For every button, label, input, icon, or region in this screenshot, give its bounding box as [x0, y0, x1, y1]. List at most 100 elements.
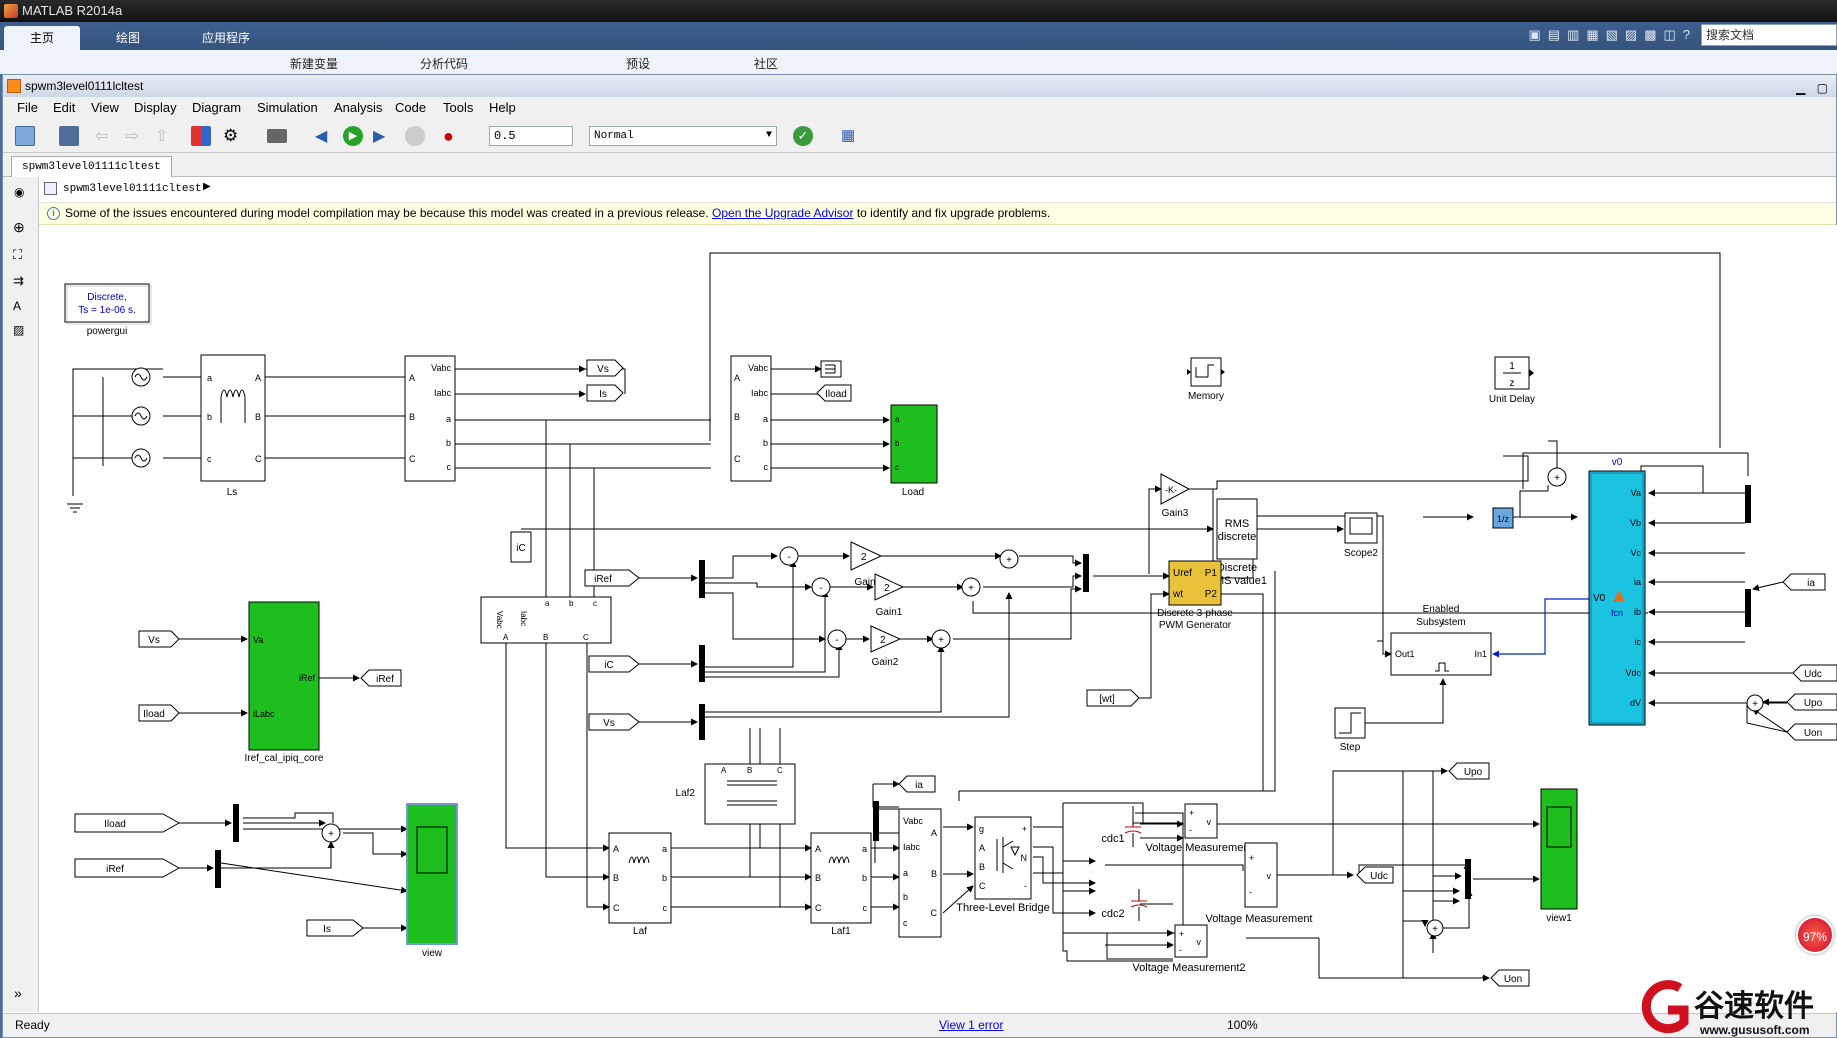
menu-tools[interactable]: Tools	[443, 100, 474, 115]
from-upo-right[interactable]: Upo	[1786, 693, 1837, 711]
demux-right-1[interactable]	[1745, 485, 1751, 523]
mux-bar-1[interactable]	[1083, 554, 1089, 592]
breadcrumb-arrow-icon[interactable]: ▶	[203, 181, 211, 192]
from-ia-right[interactable]: ia	[1782, 573, 1826, 591]
menu-view[interactable]: View	[91, 100, 119, 115]
menu-diagram[interactable]: Diagram	[192, 100, 242, 115]
window-controls[interactable]: ▁ ▢	[1796, 81, 1832, 95]
block-diagram[interactable]: Discrete, Ts = 1e-06 s. powergui a	[39, 225, 1837, 1012]
gain3-block[interactable]: -K- Gain3	[1160, 473, 1191, 519]
expand-icon[interactable]: »	[14, 985, 22, 1001]
from-wt[interactable]: [wt]	[1086, 689, 1140, 707]
from-udc-right[interactable]: Udc	[1792, 664, 1837, 682]
ls-block[interactable]: a b c A B C Ls	[200, 354, 266, 498]
from-iref[interactable]: iRef	[584, 569, 640, 587]
laf-block[interactable]: ABC abc Laf	[608, 832, 672, 937]
save-icon[interactable]	[59, 126, 79, 146]
stop-time-input[interactable]: 0.5	[489, 126, 573, 146]
ribbon-preferences[interactable]: 预设	[626, 57, 651, 71]
step-forward-icon[interactable]: ▶	[373, 128, 386, 145]
sum-2[interactable]: -	[811, 577, 831, 597]
gain-block[interactable]: 2 Gain	[850, 541, 883, 588]
model-advisor-check-icon[interactable]: ✓	[793, 126, 813, 146]
from-uon-right[interactable]: Uon	[1786, 723, 1837, 741]
demux-view-2[interactable]	[215, 850, 221, 888]
sum-v0[interactable]: +	[1547, 467, 1567, 487]
from-vs-mid[interactable]: Vs	[588, 713, 640, 731]
voltage-measurement-1-block[interactable]: +-v Voltage Measurement	[1205, 842, 1313, 925]
goto-ia[interactable]: ia	[898, 775, 936, 793]
demux-bar-1[interactable]	[699, 560, 705, 598]
gain2-block[interactable]: 2 Gain2	[870, 625, 902, 668]
from-iload-view[interactable]: Iload	[74, 813, 181, 833]
from-iload-left[interactable]: Iload	[138, 704, 180, 722]
menu-code[interactable]: Code	[395, 100, 427, 115]
voltage-measurement-2-block[interactable]: +-v Voltage Measurement2	[1132, 924, 1246, 974]
from-iref-view[interactable]: iRef	[74, 858, 181, 878]
ribbon-analyze-code[interactable]: 分析代码	[420, 57, 469, 71]
library-browser-icon[interactable]	[191, 126, 211, 146]
demux-bar-3[interactable]	[699, 704, 705, 740]
breadcrumb[interactable]: spwm3level01111cltest	[63, 183, 202, 195]
search-docs-input[interactable]: 搜索文档	[1701, 24, 1837, 46]
from-iload-top[interactable]: Iload	[816, 384, 852, 402]
ribbon-community[interactable]: 社区	[754, 57, 779, 71]
powergui-block[interactable]: Discrete, Ts = 1e-06 s. powergui	[64, 283, 152, 337]
cdc2-capacitor[interactable]: cdc2	[1101, 889, 1148, 921]
menu-simulation[interactable]: Simulation	[257, 100, 318, 115]
v0-function-block[interactable]: v0 Va Vb Vc ia ib ic Vdc dV V0 fcn	[1588, 457, 1646, 726]
arrow-icon[interactable]: ⇉	[13, 273, 24, 288]
unit-delay-block[interactable]: 1 z Unit Delay	[1489, 356, 1535, 405]
load-block[interactable]: a b c Load	[890, 404, 938, 498]
menu-edit[interactable]: Edit	[53, 100, 76, 115]
record-icon[interactable]: ●	[443, 126, 454, 146]
from-vs-left[interactable]: Vs	[138, 630, 180, 648]
gain1-block[interactable]: 2 Gain1	[874, 573, 905, 618]
forward-icon[interactable]: ⇨	[125, 128, 139, 145]
sum-right[interactable]: +	[1746, 694, 1764, 712]
view1-scope-block[interactable]: view1	[1540, 788, 1578, 924]
terminator-block[interactable]	[820, 360, 842, 378]
config-gear-icon[interactable]: ⚙	[223, 126, 239, 145]
vi-measurement-3[interactable]: Vabc Iabc abc ABC	[898, 808, 942, 938]
one-over-z-block[interactable]: 1/z	[1492, 507, 1514, 529]
model-explorer-icon[interactable]	[267, 129, 287, 143]
upgrade-advisor-link[interactable]: Open the Upgrade Advisor	[712, 206, 854, 220]
sum-3[interactable]: -	[827, 629, 847, 649]
pwm-generator-block[interactable]: Uref P1 P2 wt Discrete 3-phase PWM Gener…	[1157, 560, 1233, 631]
up-icon[interactable]: ⇧	[155, 128, 169, 145]
run-icon[interactable]: ▶	[343, 126, 363, 146]
sum-view[interactable]: +	[321, 823, 341, 843]
vi-measurement-1[interactable]: A B C Vabc Iabc a b c	[404, 355, 456, 482]
ribbon-tab-plots[interactable]: 绘图	[116, 31, 141, 45]
memory-block[interactable]: Memory	[1187, 357, 1225, 402]
sum-bottom[interactable]: +	[1426, 919, 1444, 937]
fit-to-view-icon[interactable]: ⛶	[13, 247, 23, 262]
from-ic[interactable]: iC	[588, 655, 640, 673]
new-model-icon[interactable]	[15, 126, 35, 146]
image-icon[interactable]: ▨	[13, 323, 25, 337]
sum-1[interactable]: -	[779, 546, 799, 566]
menu-help[interactable]: Help	[489, 100, 516, 115]
vi-measurement-2[interactable]: A B C Vabc Iabc a b c	[730, 355, 772, 482]
menu-file[interactable]: File	[17, 100, 38, 115]
simulation-mode-select[interactable]: Normal ▼	[589, 126, 777, 146]
from-is-view[interactable]: Is	[306, 919, 364, 937]
three-phase-source[interactable]	[67, 367, 151, 513]
goto-uon[interactable]: Uon	[1490, 969, 1530, 987]
ribbon-new-variable[interactable]: 新建变量	[290, 57, 339, 71]
sum-5[interactable]: +	[961, 577, 981, 597]
voltage-measurement-block[interactable]: +-v Voltage Measurement	[1145, 803, 1253, 854]
model-tab[interactable]: spwm3level01111cltest	[11, 156, 172, 177]
zoom-icon[interactable]: ⊕	[13, 219, 25, 235]
view-error-link[interactable]: View 1 error	[939, 1018, 1004, 1032]
hide-browser-icon[interactable]: ◉	[14, 185, 25, 199]
demux-right-2[interactable]	[1745, 589, 1751, 627]
quick-access-icons[interactable]: ▣▤▥▦▧▨▩◫?	[1528, 27, 1697, 42]
iref-cal-block[interactable]: Va iLabc iRef Iref_cal_ipiq_core	[245, 601, 324, 764]
menu-analysis[interactable]: Analysis	[334, 100, 383, 115]
stop-icon[interactable]	[405, 126, 425, 146]
performance-badge[interactable]: 97%	[1796, 916, 1834, 954]
vabc-iabc-block[interactable]: Vabc Iabc a b c A B C	[480, 596, 612, 644]
